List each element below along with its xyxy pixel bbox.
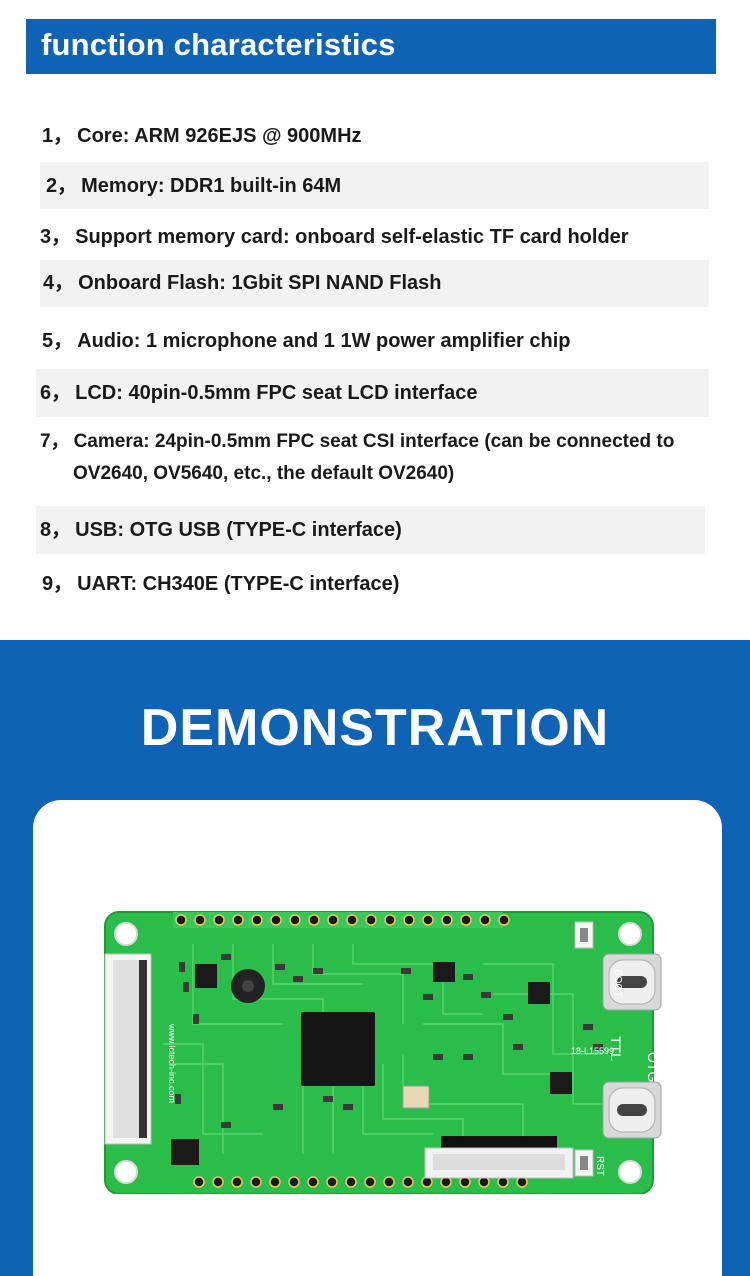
header-pin [384,914,396,926]
feature-item-flash: 4，Onboard Flash: 1Gbit SPI NAND Flash [40,260,709,307]
feature-text: Memory: DDR1 built-in 64M [81,175,342,197]
header-pin [250,1176,262,1188]
usb-c-ttl-port [602,953,662,1011]
crystal [402,1085,430,1109]
soc-chip [301,1012,375,1086]
feature-text: Onboard Flash: 1Gbit SPI NAND Flash [78,272,442,294]
header-pin [289,914,301,926]
feature-text: UART: CH340E (TYPE-C interface) [77,573,400,595]
header-pin [346,914,358,926]
header-pin [175,914,187,926]
feature-item-audio: 5，Audio: 1 microphone and 1 1W power amp… [42,325,571,357]
passive-components [175,954,603,1128]
header-pin [251,914,263,926]
feature-item-core: 1，Core: ARM 926EJS @ 900MHz [42,120,362,152]
header-pin [365,914,377,926]
small-ic [195,964,217,988]
silkscreen-boot-label: BOOT [612,969,623,997]
feature-text: Camera: 24pin-0.5mm FPC seat CSI interfa… [73,431,675,452]
header-pin [213,914,225,926]
demo-card: 18-L15599 BOOT TTL OTG RST www.lctech-in… [33,800,722,1276]
feature-number: 7， [40,431,70,452]
feature-item-lcd: 6，LCD: 40pin-0.5mm FPC seat LCD interfac… [36,369,709,417]
demo-section: DEMONSTRATION [0,640,750,1276]
feature-text: Audio: 1 microphone and 1 1W power ampli… [77,330,571,352]
rst-button [574,1149,594,1177]
small-ic [550,1072,572,1094]
header-pin [288,1176,300,1188]
feature-item-uart: 9，UART: CH340E (TYPE-C interface) [42,568,399,600]
header-pin [326,1176,338,1188]
feature-number: 3， [40,226,72,248]
header-pin [193,1176,205,1188]
header-pin [232,914,244,926]
feature-text: LCD: 40pin-0.5mm FPC seat LCD interface [75,382,478,404]
small-ic [171,1139,199,1165]
usb-c-otg-port [602,1081,662,1139]
silkscreen-ttl-label: TTL [608,1036,624,1061]
feature-number: 5， [42,330,74,352]
feature-text: Support memory card: onboard self-elasti… [75,226,629,248]
feature-item-camera: 7，Camera: 24pin-0.5mm FPC seat CSI inter… [40,426,700,490]
feature-item-memory: 2，Memory: DDR1 built-in 64M [40,162,709,209]
header-pin [441,914,453,926]
board-photo: 18-L15599 BOOT TTL OTG RST www.lctech-in… [103,904,663,1195]
pin-row-top [175,914,510,926]
feature-number: 8， [40,519,72,541]
boot-button [574,921,594,949]
header-pin [479,914,491,926]
header-pin [194,914,206,926]
section-title: function characteristics [41,27,396,62]
feature-text: Core: ARM 926EJS @ 900MHz [77,125,362,147]
header-pin [308,914,320,926]
small-ic [528,982,550,1004]
header-pin [422,914,434,926]
silkscreen-otg-label: OTG [645,1052,661,1082]
pin-row-bottom [193,1176,528,1188]
header-pin [327,914,339,926]
header-pin [364,1176,376,1188]
feature-item-usb: 8，USB: OTG USB (TYPE-C interface) [36,506,705,554]
header-pin [498,914,510,926]
silkscreen-rst-label: RST [594,1156,605,1176]
header-pin [269,1176,281,1188]
feature-number: 1， [42,125,74,147]
header-pin [307,1176,319,1188]
silkscreen-url: www.lctech-inc.com [167,1023,177,1103]
small-ic [433,962,455,982]
header-pin [270,914,282,926]
feature-number: 6， [40,382,72,404]
header-pin [212,1176,224,1188]
header-pin [383,1176,395,1188]
pcb-board-illustration: 18-L15599 BOOT TTL OTG RST www.lctech-in… [104,911,662,1195]
header-pin [403,914,415,926]
feature-number: 4， [43,272,75,294]
silkscreen-text: 18-L15599 [571,1046,614,1056]
header-pin [460,914,472,926]
feature-text: USB: OTG USB (TYPE-C interface) [75,519,402,541]
header-pin [231,1176,243,1188]
feature-number: 2， [46,175,78,197]
mounting-holes [114,922,642,1184]
camera-fpc-connector [424,1136,574,1179]
demo-title: DEMONSTRATION [140,699,610,757]
feature-number: 9， [42,573,74,595]
feature-item-memory-card: 3，Support memory card: onboard self-elas… [40,221,629,253]
header-pin [345,1176,357,1188]
feature-text-continued: OV2640, OV5640, etc., the default OV2640… [73,463,455,484]
header-bar: function characteristics [26,19,716,74]
lcd-fpc-connector [104,953,152,1145]
header-pin [402,1176,414,1188]
